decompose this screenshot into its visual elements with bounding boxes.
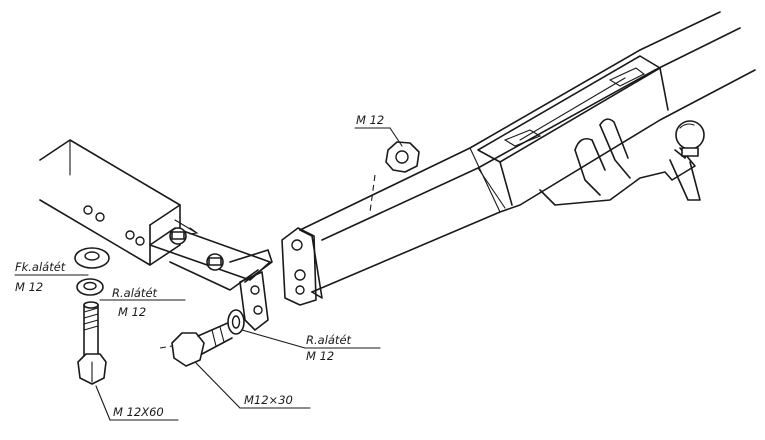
- flat-washer-size-label: M 12: [15, 280, 43, 294]
- spring-washer-left: [76, 278, 186, 301]
- chassis-rail: [39, 139, 199, 266]
- long-bolt: [77, 301, 179, 421]
- tow-bar-tube: [299, 11, 756, 299]
- spring-washer-left-label: R.alátét: [112, 286, 158, 300]
- spring-washer-right: [227, 309, 381, 349]
- flat-washer: [14, 247, 110, 276]
- flat-washer-label: Fk.alátét: [15, 260, 66, 274]
- spring-washer-right-size-label: M 12: [306, 349, 334, 363]
- long-bolt-label: M 12X60: [113, 405, 164, 419]
- mounting-bracket: [149, 227, 273, 331]
- tow-bar-flange-plate: [281, 227, 317, 306]
- tow-ball-hitch: [539, 118, 705, 206]
- spring-washer-left-size-label: M 12: [118, 305, 146, 319]
- short-bolt-label: M12×30: [244, 393, 293, 407]
- hex-nut: [354, 127, 420, 213]
- nut-label: M 12: [356, 113, 384, 127]
- short-bolt: [159, 321, 311, 409]
- spring-washer-right-label: R.alátét: [306, 333, 352, 347]
